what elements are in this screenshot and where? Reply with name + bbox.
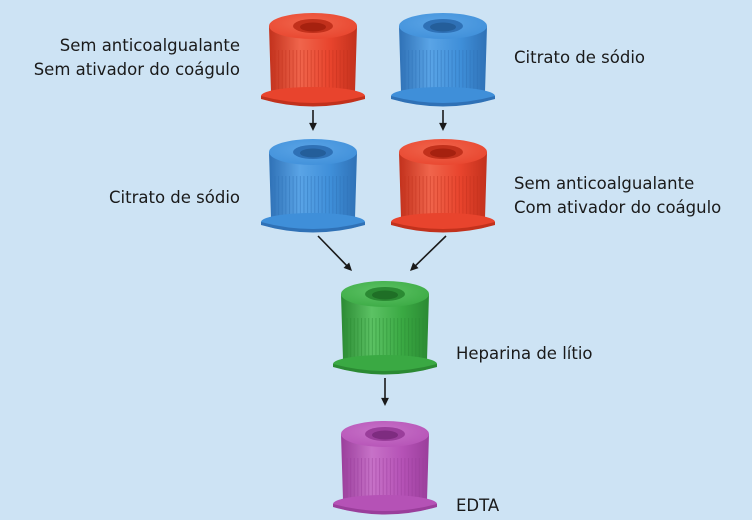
label-green: Heparina de lítio — [456, 342, 593, 366]
arrow-red-mid-to-green-line — [413, 235, 447, 269]
label-green-line1: Heparina de lítio — [456, 344, 593, 363]
cap-red-top — [261, 13, 365, 107]
label-blue-top-line1: Citrato de sódio — [514, 48, 645, 67]
arrows-group — [309, 110, 447, 406]
label-blue-top: Citrato de sódio — [514, 46, 645, 70]
arrow-blue-to-red-head — [439, 122, 447, 131]
label-blue-mid: Citrato de sódio — [109, 186, 240, 210]
arrow-blue-mid-to-green-line — [317, 235, 350, 268]
label-red-top-line1: Sem anticoalgualante — [59, 36, 240, 55]
label-purple: EDTA — [456, 494, 499, 518]
cap-red-mid — [391, 139, 495, 233]
cap-blue-mid — [261, 139, 365, 233]
cap-purple — [333, 421, 437, 515]
cap-green — [333, 281, 437, 375]
label-blue-mid-line1: Citrato de sódio — [109, 188, 240, 207]
label-purple-line1: EDTA — [456, 496, 500, 515]
label-red-mid-line1: Sem anticoalgualante — [514, 174, 695, 193]
arrow-red-mid-to-green-head — [410, 262, 419, 271]
caps-group — [261, 13, 495, 515]
label-red-mid: Sem anticoalgualante Com ativador do coá… — [514, 172, 721, 220]
label-red-top: Sem anticoalgualante Sem ativador do coá… — [34, 34, 240, 82]
arrow-blue-mid-to-green-head — [343, 262, 352, 271]
label-red-top-line2: Sem ativador do coágulo — [33, 60, 240, 79]
cap-blue-top — [391, 13, 495, 107]
arrow-red-to-blue-head — [309, 122, 317, 131]
arrow-green-to-purple-head — [381, 397, 389, 406]
label-red-mid-line2: Com ativador do coágulo — [514, 198, 722, 217]
